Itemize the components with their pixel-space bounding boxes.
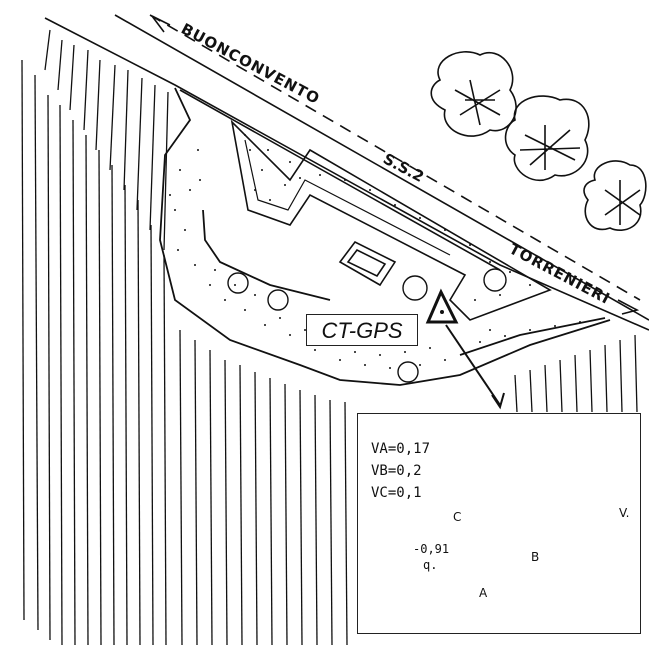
shrub-icon — [397, 361, 419, 383]
leader-line — [445, 324, 501, 406]
embankment-outline — [159, 87, 611, 386]
inset-point-b: B — [531, 550, 539, 564]
shrub-icon — [402, 275, 428, 301]
inset-height-value: -0,91 — [413, 542, 449, 556]
slope-hatching — [21, 29, 638, 646]
trees — [430, 51, 647, 231]
inset-value-vb: VB=0,2 — [371, 463, 422, 479]
building — [338, 240, 397, 287]
road-centerline — [149, 14, 641, 301]
tree-icon — [583, 160, 647, 231]
inset-point-c: C — [453, 510, 461, 524]
gps-station-triangle-icon — [425, 288, 459, 324]
inset-value-vc: VC=0,1 — [371, 485, 422, 501]
parking-enclosure-inner — [244, 139, 451, 256]
shrub-icon — [483, 268, 507, 292]
tree-icon — [430, 51, 517, 137]
parking-enclosure — [230, 119, 552, 321]
arrow-west-icon — [151, 15, 171, 33]
station-label: CT-GPS — [306, 314, 418, 346]
inset-point-a: A — [479, 586, 488, 600]
inset-labels: VA=0,17 VB=0,2 VC=0,1 C V. -0,91 q. B A — [371, 441, 629, 600]
shrubs — [227, 268, 507, 383]
gravel-area — [169, 134, 581, 369]
gps-station-dot — [440, 310, 444, 314]
tree-icon — [504, 95, 590, 182]
leader-arrow-icon — [491, 392, 505, 410]
road-edges — [44, 14, 649, 331]
inset-height-unit: q. — [423, 558, 437, 572]
shrub-icon — [267, 289, 289, 311]
arrow-east-icon — [617, 299, 640, 315]
shrub-icon — [227, 272, 249, 294]
inset-value-va: VA=0,17 — [371, 441, 430, 457]
inset-point-v: V. — [619, 506, 629, 520]
inset-detail-panel: VA=0,17 VB=0,2 VC=0,1 C V. -0,91 q. B A — [357, 413, 641, 634]
